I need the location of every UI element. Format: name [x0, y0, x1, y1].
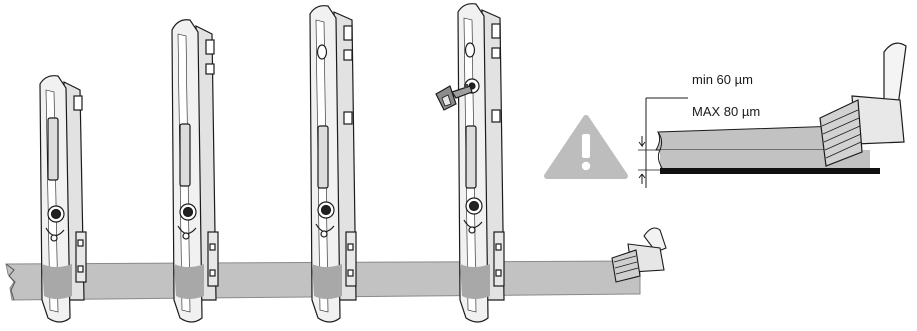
handle-2 [172, 20, 218, 322]
max-thickness-label: MAX 80 µm [692, 104, 760, 119]
min-thickness-label: min 60 µm [692, 72, 753, 87]
handle-4 [458, 4, 504, 322]
paint-brush-icon [612, 228, 666, 282]
paint-brush-large-icon [820, 43, 906, 166]
warning-triangle-icon [547, 118, 625, 176]
handle-1 [40, 76, 86, 322]
handle-3 [310, 6, 356, 322]
